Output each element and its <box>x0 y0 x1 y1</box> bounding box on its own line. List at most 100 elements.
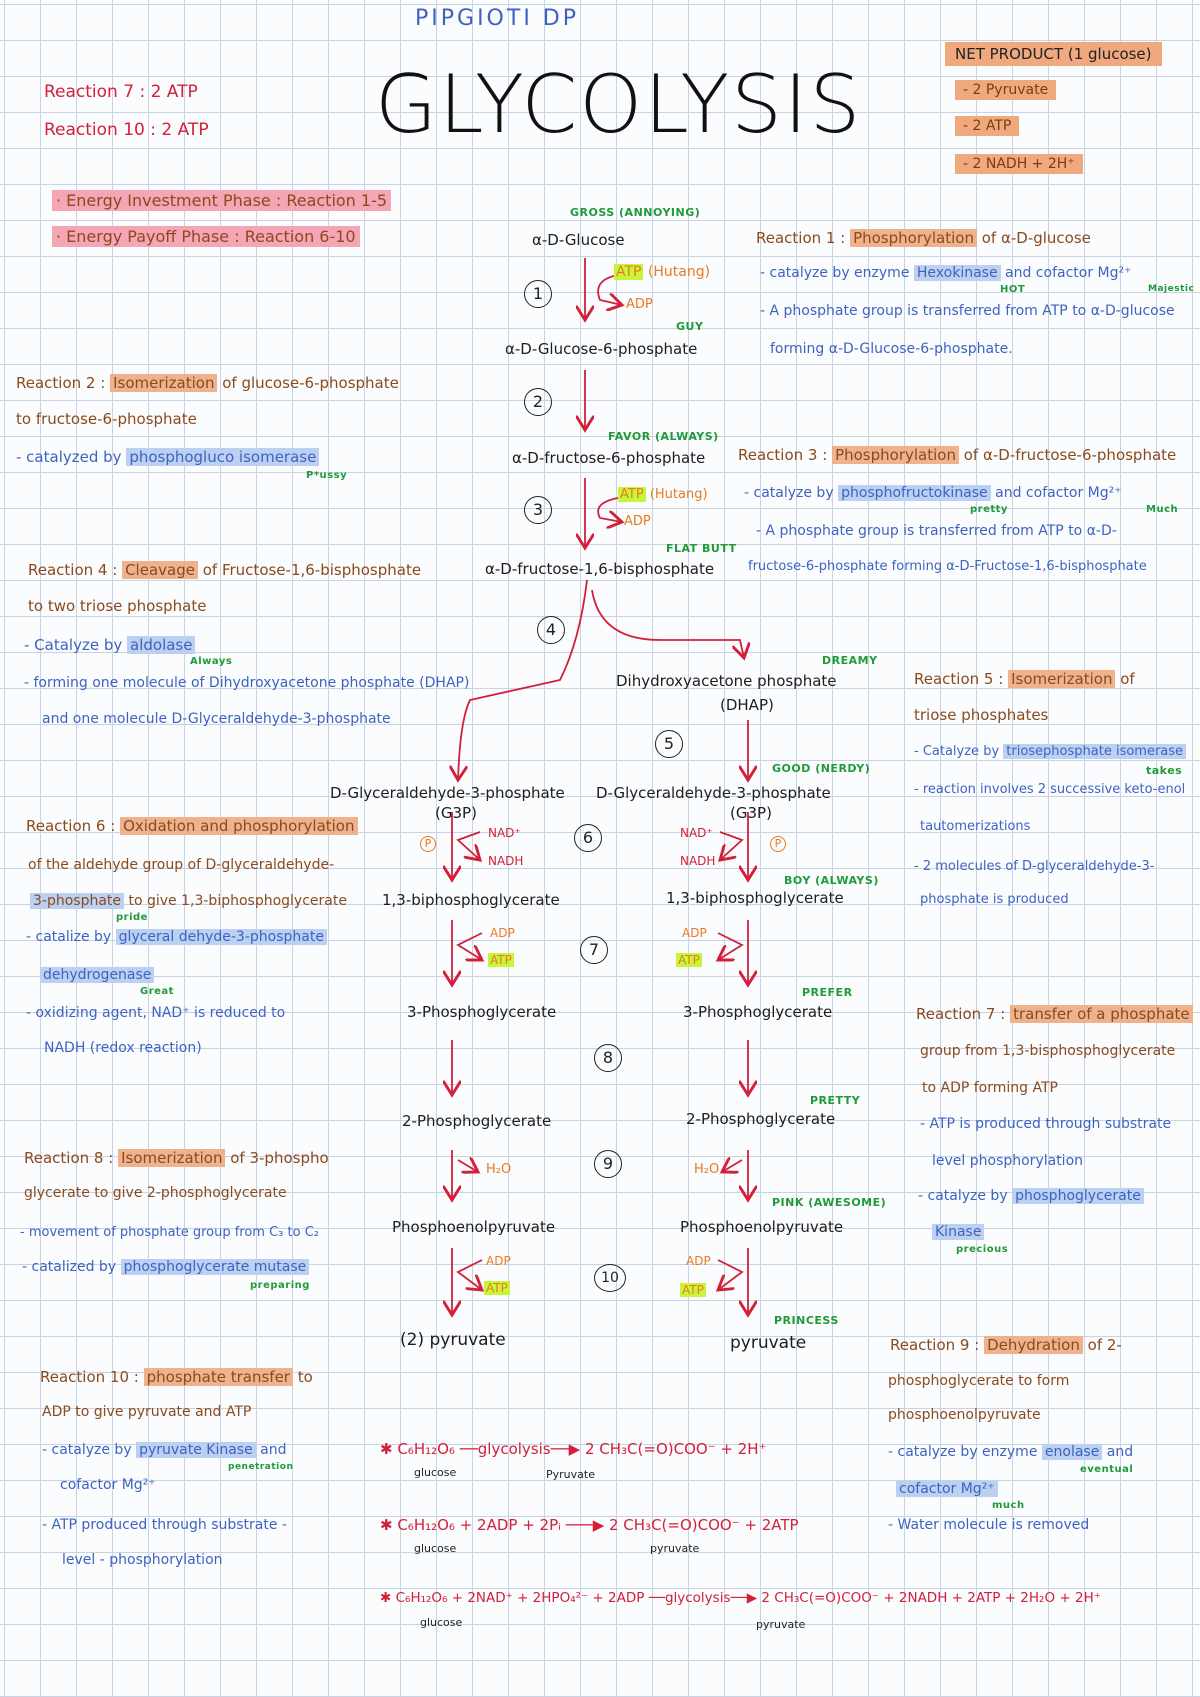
r1-majestic: Majestic <box>1148 284 1195 294</box>
step-3-atp: ATP (Hutang) <box>618 487 708 502</box>
mnemonic-dreamy: DREAMY <box>822 654 878 667</box>
r6-line3: - catalize by glyceral dehyde-3-phosphat… <box>26 929 327 945</box>
r8-line1: glycerate to give 2-phosphoglycerate <box>24 1185 287 1201</box>
pg3-right: 3-Phosphoglycerate <box>683 1003 833 1021</box>
mnemonic-gross: GROSS (ANNOYING) <box>570 206 701 219</box>
r6-line6: NADH (redox reaction) <box>44 1040 202 1056</box>
r10-atp-summary: Reaction 10 : 2 ATP <box>44 120 209 140</box>
g3p-left-abbr: (G3P) <box>435 804 477 822</box>
r10-title: Reaction 10 : phosphate transfer to <box>40 1368 313 1386</box>
step-10-atp-left: ATP <box>484 1281 510 1295</box>
r10-line4: - ATP produced through substrate - <box>42 1517 287 1533</box>
page-title: GLYCOLYSIS <box>375 58 863 151</box>
investment-phase-label: · Energy Investment Phase : Reaction 1-5 <box>52 190 392 211</box>
r4-title: Reaction 4 : Cleavage of Fructose-1,6-bi… <box>28 561 422 579</box>
step-2-marker: 2 <box>524 388 552 416</box>
r6-great: Great <box>140 986 174 997</box>
author-handle: PIPGIOTI DP <box>415 6 580 31</box>
step-4-marker: 4 <box>537 616 565 644</box>
r9-much: much <box>992 1500 1025 1511</box>
r5-title: Reaction 5 : Isomerization of <box>914 670 1135 688</box>
r10-penetration: penetration <box>228 1462 294 1472</box>
equation-2: ✱ C₆H₁₂O₆ + 2ADP + 2Pᵢ ───▶ 2 CH₃C(=O)CO… <box>380 1516 799 1534</box>
r8-line3: - catalized by phosphoglycerate mutase <box>22 1259 310 1275</box>
r4-line4: and one molecule D-Glyceraldehyde-3-phos… <box>42 711 391 727</box>
pyruvate-left: (2) pyruvate <box>400 1330 506 1350</box>
dhap: Dihydroxyacetone phosphate <box>616 672 837 690</box>
pg3-left: 3-Phosphoglycerate <box>407 1003 557 1021</box>
net-product-title: NET PRODUCT (1 glucose) <box>945 42 1162 66</box>
r9-line3: - catalyze by enzyme enolase and <box>888 1444 1134 1460</box>
step-7-atp-right: ATP <box>676 953 702 967</box>
r3-line2: - A phosphate group is transferred from … <box>756 523 1117 539</box>
step-5-marker: 5 <box>655 730 683 758</box>
r10-line5: level - phosphorylation <box>62 1552 223 1568</box>
r2-line1: to fructose-6-phosphate <box>16 410 197 428</box>
pep-right: Phosphoenolpyruvate <box>680 1218 844 1236</box>
mnemonic-princess: PRINCESS <box>774 1314 839 1327</box>
pyruvate-right: pyruvate <box>730 1333 807 1353</box>
r9-eventual: eventual <box>1080 1464 1134 1475</box>
r5-line1: triose phosphates <box>914 706 1049 724</box>
step-1-marker: 1 <box>524 280 552 308</box>
r1-line1: - catalyze by enzyme Hexokinase and cofa… <box>760 265 1132 281</box>
equation-3: ✱ C₆H₁₂O₆ + 2NAD⁺ + 2HPO₄²⁻ + 2ADP ──gly… <box>380 1590 1101 1606</box>
step-9-h2o-left: H₂O <box>486 1162 512 1177</box>
step-7-adp-right: ADP <box>682 926 707 940</box>
r1-hot: HOT <box>1000 284 1026 295</box>
bpg-right: 1,3-biphosphoglycerate <box>666 889 844 907</box>
r10-line2: - catalyze by pyruvate Kinase and <box>42 1442 287 1458</box>
r7-line4: level phosphorylation <box>932 1153 1084 1169</box>
equation-1-glucose: glucose <box>414 1466 457 1479</box>
r9-line1: phosphoglycerate to form <box>888 1373 1070 1389</box>
r4-always: Always <box>190 656 233 667</box>
r10-line3: cofactor Mg²⁺ <box>60 1477 156 1493</box>
fructose-6-phosphate: α-D-fructose-6-phosphate <box>512 449 706 467</box>
step-6-nadh-left: NADH <box>488 854 524 868</box>
net-product-atp: - 2 ATP <box>955 116 1020 136</box>
equation-1-pyruvate: Pyruvate <box>546 1468 595 1481</box>
r6-pride: pride <box>116 912 148 923</box>
r4-line3: - forming one molecule of Dihydroxyaceto… <box>24 675 470 691</box>
r6-line5: - oxidizing agent, NAD⁺ is reduced to <box>26 1005 286 1021</box>
r5-line4: tautomerizations <box>920 819 1031 834</box>
mnemonic-guy: GUY <box>676 320 704 333</box>
r5-line5: - 2 molecules of D-glyceraldehyde-3- <box>914 859 1155 874</box>
r3-much: Much <box>1146 504 1179 515</box>
r5-line2: - Catalyze by triosephosphate isomerase <box>914 744 1187 759</box>
pg2-right: 2-Phosphoglycerate <box>686 1110 836 1128</box>
r4-line2: - Catalyze by aldolase <box>24 636 196 654</box>
mnemonic-pink: PINK (AWESOME) <box>772 1196 887 1209</box>
r8-line2: - movement of phosphate group from C₃ to… <box>20 1225 319 1240</box>
r8-title: Reaction 8 : Isomerization of 3-phospho <box>24 1149 329 1167</box>
step-7-marker: 7 <box>580 936 608 964</box>
r9-line4: cofactor Mg²⁺ <box>896 1481 998 1497</box>
step-3-adp: ADP <box>624 514 651 529</box>
r5-line3: - reaction involves 2 successive keto-en… <box>914 782 1186 797</box>
mnemonic-flat: FLAT BUTT <box>666 542 737 555</box>
r3-line1: - catalyze by phosphofructokinase and co… <box>744 485 1122 501</box>
r7-line5: - catalyze by phosphoglycerate <box>918 1188 1144 1204</box>
equation-2-pyruvate: pyruvate <box>650 1542 700 1555</box>
step-10-adp-right: ADP <box>686 1254 711 1268</box>
r3-line3: fructose-6-phosphate forming α-D-Fructos… <box>748 559 1147 574</box>
r6-title: Reaction 6 : Oxidation and phosphorylati… <box>26 817 358 835</box>
equation-1: ✱ C₆H₁₂O₆ ──glycolysis──▶ 2 CH₃C(=O)COO⁻… <box>380 1440 767 1458</box>
step-9-marker: 9 <box>594 1150 622 1178</box>
mnemonic-good: GOOD (NERDY) <box>772 762 871 775</box>
r3-title: Reaction 3 : Phosphorylation of α-D-fruc… <box>738 446 1177 464</box>
r7-atp-summary: Reaction 7 : 2 ATP <box>44 82 198 102</box>
step-8-marker: 8 <box>594 1044 622 1072</box>
r6-line1: of the aldehyde group of D-glyceraldehyd… <box>28 857 335 873</box>
r7-title: Reaction 7 : transfer of a phosphate <box>916 1005 1193 1023</box>
r4-line1: to two triose phosphate <box>28 597 207 615</box>
mnemonic-prefer: PREFER <box>802 986 853 999</box>
equation-3-pyruvate: pyruvate <box>756 1618 806 1631</box>
r2-title: Reaction 2 : Isomerization of glucose-6-… <box>16 374 399 392</box>
r1-line3: forming α-D-Glucose-6-phosphate. <box>770 341 1013 357</box>
payoff-phase-label: · Energy Payoff Phase : Reaction 6-10 <box>52 226 360 247</box>
r2-pussy: P*ussy <box>306 470 348 481</box>
step-9-h2o-right: H₂O <box>694 1162 720 1177</box>
r9-line2: phosphoenolpyruvate <box>888 1407 1041 1423</box>
